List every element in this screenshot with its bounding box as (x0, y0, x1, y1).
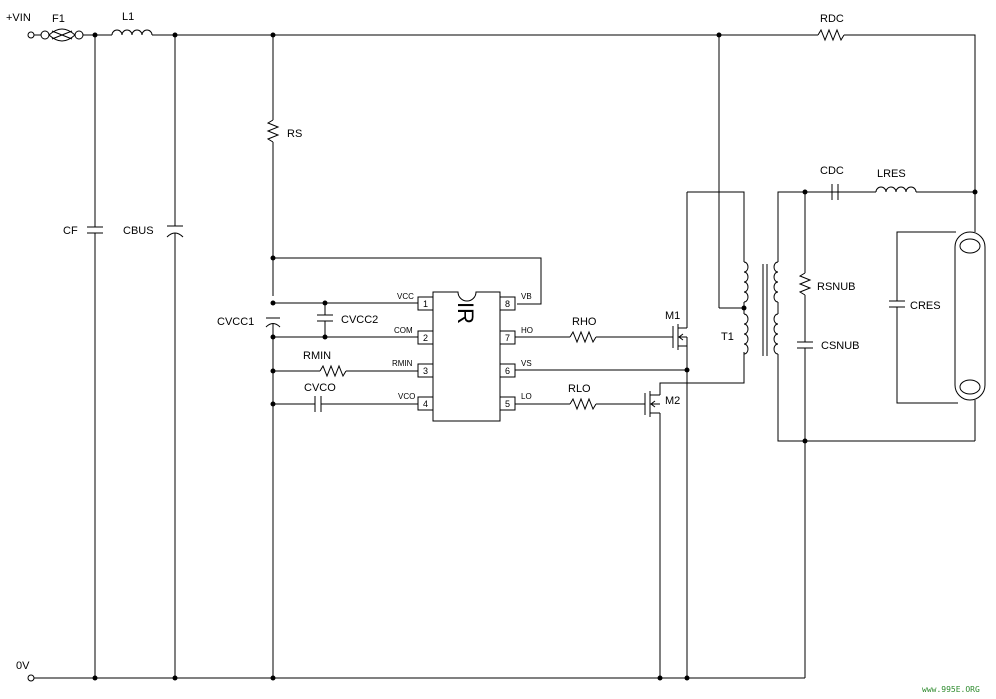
pin-vcc-label: VCC (397, 292, 414, 301)
rdc-label: RDC (820, 13, 844, 25)
ground-rail (27, 674, 805, 682)
pin-4-number: 4 (423, 399, 428, 409)
rsnub-label: RSNUB (817, 281, 856, 293)
t1-label: T1 (721, 331, 734, 343)
resistor-rlo-symbol (515, 397, 645, 411)
pin-2-number: 2 (423, 333, 428, 343)
pin-vs-label: VS (521, 359, 532, 368)
pin-lo-label: LO (521, 392, 532, 401)
inductor-lres-symbol (875, 186, 975, 193)
resistor-rsnub-symbol (798, 192, 812, 342)
pin-6-number: 6 (505, 366, 510, 376)
lres-label: LRES (877, 168, 906, 180)
capacitor-cf-symbol (87, 35, 103, 678)
rho-label: RHO (572, 316, 597, 328)
rs-label: RS (287, 128, 302, 140)
f1-label: F1 (52, 13, 65, 25)
pin-3-number: 3 (423, 366, 428, 376)
gnd-label: 0V (16, 660, 30, 672)
vin-label: +VIN (6, 12, 31, 24)
resistor-rdc-symbol (817, 28, 976, 232)
cdc-label: CDC (820, 165, 844, 177)
cvcc2-label: CVCC2 (341, 314, 378, 326)
resistor-rs-symbol (266, 35, 280, 296)
mosfet-m2-symbol (644, 352, 745, 678)
chip-marking: IR (453, 302, 478, 324)
pin-8-number: 8 (505, 299, 510, 309)
pin-rmin-label: RMIN (392, 359, 413, 368)
fuse-f1-symbol (40, 28, 94, 42)
mosfet-m1-symbol (672, 192, 688, 678)
pin-1-number: 1 (423, 299, 428, 309)
watermark: www.995E.ORG (922, 685, 980, 694)
capacitor-cdc-symbol (780, 184, 876, 200)
capacitor-cvcc2-symbol (317, 303, 333, 337)
rlo-label: RLO (568, 383, 591, 395)
pin-vco-label: VCO (398, 392, 415, 401)
vin-terminal (27, 31, 41, 39)
capacitor-cbus-symbol (166, 35, 184, 678)
rmin-label: RMIN (303, 350, 331, 362)
cf-label: CF (63, 225, 78, 237)
capacitor-cres-symbol (889, 231, 958, 404)
pin-7-number: 7 (505, 333, 510, 343)
lamp-tube-symbol (954, 231, 986, 441)
l1-label: L1 (122, 11, 134, 23)
pin-vb-label: VB (521, 292, 532, 301)
pin-ho-label: HO (521, 326, 533, 335)
capacitor-cvcc1-symbol (265, 317, 281, 678)
resistor-rmin-symbol (273, 364, 418, 378)
cbus-label: CBUS (123, 225, 154, 237)
resistor-rho-symbol (515, 330, 673, 344)
capacitor-cvco-symbol (273, 396, 418, 412)
csnub-label: CSNUB (821, 340, 860, 352)
m2-label: M2 (665, 395, 680, 407)
m1-label: M1 (665, 310, 680, 322)
vb-wire (273, 257, 542, 305)
pin-5-number: 5 (505, 399, 510, 409)
cres-label: CRES (910, 300, 941, 312)
junction-dots (92, 32, 978, 681)
pin-com-label: COM (394, 326, 413, 335)
ic-ir-chip (417, 291, 516, 422)
cvco-label: CVCO (304, 382, 336, 394)
transformer-t1-symbol (687, 35, 975, 442)
cvcc1-label: CVCC1 (217, 316, 254, 328)
